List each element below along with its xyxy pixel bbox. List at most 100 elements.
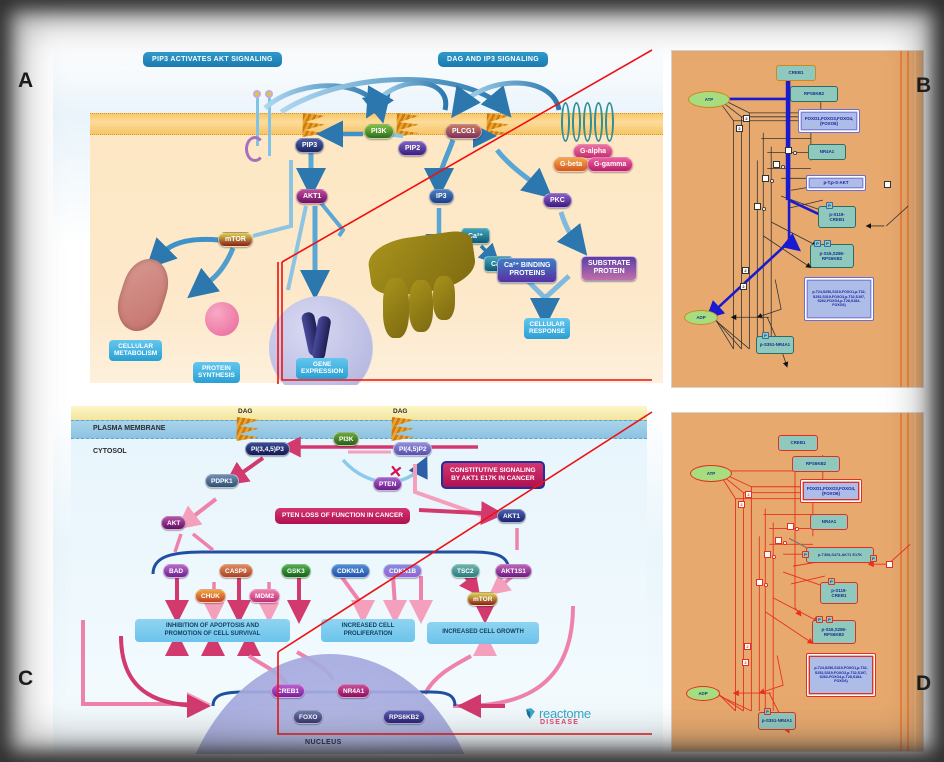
node-plcg1: PLCG1 [445, 124, 483, 139]
panel-b-vertex-catalyst [884, 181, 891, 188]
panel-b-node-foxo-family[interactable]: FOXO1,FOXO3,FOXO4, (FOXO6) [798, 109, 860, 133]
ribosome-protein [205, 302, 239, 336]
panel-d-node-creb1[interactable]: CREB1 [778, 435, 818, 451]
panel-d-stoich-atp-1: 2 [745, 491, 752, 498]
receptor-stem-left [256, 98, 259, 146]
panel-b-reactome-reaction-diagram: ATP CREB1 RPS6KB2 FOXO1,FOXO3,FOXO4, (FO… [671, 50, 924, 388]
node-pdpk1: PDPK1 [205, 474, 239, 488]
panel-b-p-badge-rps6kb2-1: P [814, 240, 821, 247]
panel-b-p-badge-rps6kb2-2: P [824, 240, 831, 247]
outcome-increased-cell-proliferation: INCREASED CELL PROLIFERATION [321, 619, 415, 642]
node-cdkn1b: CDKN1B [383, 564, 423, 578]
node-creb1-c: CREB1 [271, 684, 306, 698]
node-pip2: PIP2 [398, 141, 428, 156]
panel-a-pathway-diagram: PIP3 ACTIVATES AKT SIGNALING DAG AND IP3… [53, 40, 663, 385]
panel-b-node-kinase-p-t-p-s-akt[interactable]: p-T,p-S-AKT [806, 175, 866, 191]
node-chuk: CHUK [195, 589, 226, 603]
panel-b-stoich-adp-1: 2 [742, 267, 749, 274]
outcome-increased-cell-growth: INCREASED CELL GROWTH [427, 622, 539, 644]
panel-b-node-adp[interactable]: ADP [684, 310, 718, 325]
panel-letter-d: D [916, 672, 932, 695]
outcome-cellular-response: CELLULAR RESPONSE [524, 318, 571, 339]
panel-b-dot-1 [793, 151, 797, 155]
panel-b-stoich-atp-2: 2 [736, 125, 743, 132]
panel-d-node-p-s119-creb1[interactable]: p-S119- CREB1 [820, 582, 858, 604]
node-akt1s1: AKT1S1 [495, 564, 532, 578]
panel-b-p-badge-nr4a1: P [762, 332, 769, 339]
panel-letter-a: A [18, 69, 34, 92]
panel-b-p-badge-creb1: P [826, 202, 833, 209]
panel-d-dot-1 [795, 527, 799, 531]
node-cdkn1a: CDKN1A [331, 564, 371, 578]
panel-d-vertex-2 [775, 537, 782, 544]
panel-d-node-rps6kb2[interactable]: RPS6KB2 [792, 456, 840, 472]
panel-d-stoich-adp-2: 2 [742, 659, 749, 666]
er-lobe-3 [433, 276, 455, 320]
label-cytosol: CYTOSOL [93, 448, 127, 455]
node-pi3k-c: PI3K [333, 432, 360, 446]
outcome-inhibition-of-apoptosis: INHIBITION OF APOPTOSIS AND PROMOTION OF… [135, 619, 290, 642]
panel-b-node-p-s351-nr4a1[interactable]: p-S351-NR4A1 [756, 336, 794, 354]
receptor-tail [245, 136, 265, 162]
node-akt1: AKT1 [296, 189, 329, 204]
panel-b-node-p-foxo-products[interactable]: p-T24,S256,S319-FOXO1,p-T32, S252,S319-F… [804, 277, 874, 321]
panel-b-dot-4 [762, 207, 766, 211]
figure-page: A PIP3 ACTIVATES AKT SIGNALING DAG AND I… [18, 12, 932, 754]
panel-b-node-creb1[interactable]: CREB1 [776, 65, 816, 81]
panel-b-stripe-2 [907, 51, 909, 387]
panel-b-node-p-s16-s286-rps6kb2[interactable]: p-S16,S286- RPS6KB2 [810, 244, 854, 268]
node-ip3: IP3 [429, 189, 454, 204]
panel-d-node-p-s16-s286-rps6kb2[interactable]: p-S16,S286- RPS6KB2 [812, 620, 856, 644]
complex-substrate-protein: SUBSTRATE PROTEIN [581, 256, 638, 281]
panel-d-node-kinase-p-t308-s473-akt1-e17k[interactable]: p-T308,S473-AKT1 E17K [806, 547, 874, 563]
panel-d-p-badge-rps6kb2-2: P [826, 616, 833, 623]
panel-b-vertex-1 [785, 147, 792, 154]
panel-d-node-p-foxo-products[interactable]: p-T24,S256,S319-FOXO1,p-T32, S252,S319-F… [806, 653, 876, 697]
node-akt: AKT [161, 516, 187, 530]
panel-d-p-badge-nr4a1: P [764, 708, 771, 715]
panel-b-dot-2 [781, 165, 785, 169]
node-pi45p2: PI(4,5)P2 [393, 442, 433, 456]
panel-d-vertex-4 [756, 579, 763, 586]
panel-d-node-adp[interactable]: ADP [686, 686, 720, 701]
er-lobe-2 [409, 280, 433, 332]
panel-d-stripe-3 [914, 413, 916, 751]
panel-b-node-atp[interactable]: ATP [688, 91, 730, 108]
panel-d-vertex-catalyst [886, 561, 893, 568]
er-lobe-1 [383, 278, 409, 338]
panel-d-stoich-adp-1: 2 [744, 643, 751, 650]
receptor-stem-right [268, 98, 271, 156]
panel-d-node-p-s351-nr4a1[interactable]: p-S351-NR4A1 [758, 712, 796, 730]
panel-d-node-foxo-family[interactable]: FOXO1,FOXO3,FOXO4, (FOXO6) [800, 479, 862, 503]
label-nucleus: NUCLEUS [305, 739, 342, 746]
panel-b-stoich-atp-1: 2 [743, 115, 750, 122]
callout-constitutive-signaling-akt1-e17k: CONSTITUTIVE SIGNALING BY AKT1 E17K IN C… [441, 461, 545, 490]
panel-d-vertex-1 [787, 523, 794, 530]
panel-d-p-badge-rps6kb2-1: P [816, 616, 823, 623]
panel-d-stripe-1 [900, 413, 902, 751]
node-pten: PTEN [373, 477, 403, 491]
panel-d-stoich-atp-2: 2 [738, 501, 745, 508]
banner-pip3-activates-akt-signaling: PIP3 ACTIVATES AKT SIGNALING [143, 52, 282, 67]
panel-d-node-nr4a1[interactable]: NR4A1 [810, 514, 848, 530]
panel-c-label-dag-1: DAG [238, 408, 253, 415]
panel-b-stripe-1 [900, 51, 902, 387]
panel-b-stoich-adp-2: 2 [740, 283, 747, 290]
outcome-gene-expression: GENE EXPRESSION [296, 358, 349, 379]
node-gsk3: GSK3 [281, 564, 311, 578]
panel-b-node-nr4a1[interactable]: NR4A1 [808, 144, 846, 160]
panel-d-p-badge-creb1: P [828, 578, 835, 585]
panel-b-node-p-s119-creb1[interactable]: p-S119- CREB1 [818, 206, 856, 228]
node-foxo-c: FOXO [293, 710, 324, 724]
panel-d-node-atp[interactable]: ATP [690, 465, 732, 482]
reactome-mark-icon [526, 708, 535, 719]
panel-b-node-rps6kb2[interactable]: RPS6KB2 [790, 86, 838, 102]
receptor-ligand-left [255, 92, 259, 96]
panel-letter-b: B [916, 74, 932, 97]
panel-b-dot-3 [770, 179, 774, 183]
receptor-ligand-right [267, 92, 271, 96]
panel-d-stripe-2 [907, 413, 909, 751]
node-mtor: mTOR [218, 232, 253, 247]
node-pi3k: PI3K [364, 124, 394, 139]
